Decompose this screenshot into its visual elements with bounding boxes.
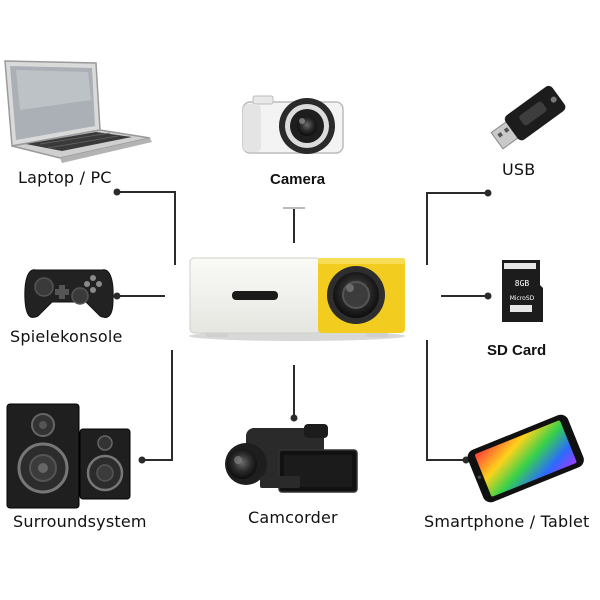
- smartphone-icon: [467, 414, 584, 503]
- sd-card-text: MicroSD: [510, 295, 535, 302]
- usb-stick-icon: [490, 85, 566, 150]
- connector-usb: [426, 192, 488, 265]
- label-smartphone: Smartphone / Tablet: [424, 512, 590, 531]
- label-speakers: Surroundsystem: [13, 512, 147, 531]
- svg-text:8GB: 8GB: [515, 279, 530, 288]
- connector-speakers: [142, 350, 173, 461]
- connector-laptop: [117, 191, 176, 265]
- camera-icon: [242, 95, 344, 154]
- connector-smartphone: [426, 340, 466, 461]
- sd-card-icon: 8GB MicroSD: [502, 260, 543, 322]
- connector-dot-laptop: [113, 188, 121, 196]
- label-gamepad: Spielekonsole: [10, 327, 123, 346]
- connector-dot-speakers: [138, 456, 146, 464]
- label-camera: Camera: [270, 171, 326, 188]
- connector-dot-gamepad: [113, 292, 121, 300]
- label-sdcard: SD Card: [487, 342, 547, 359]
- gamepad-icon: [24, 269, 114, 318]
- speakers-icon: [6, 403, 131, 509]
- label-usb: USB: [502, 160, 536, 179]
- connector-dot-camcorder: [290, 414, 298, 422]
- mini-projector-icon: [189, 257, 405, 341]
- label-camcorder: Camcorder: [248, 508, 338, 527]
- connector-lines: [113, 188, 492, 464]
- connector-dot-usb: [484, 189, 492, 197]
- label-laptop: Laptop / PC: [18, 168, 112, 187]
- connector-dot-sdcard: [484, 292, 492, 300]
- laptop-icon: [4, 60, 152, 163]
- camcorder-icon: [225, 424, 358, 493]
